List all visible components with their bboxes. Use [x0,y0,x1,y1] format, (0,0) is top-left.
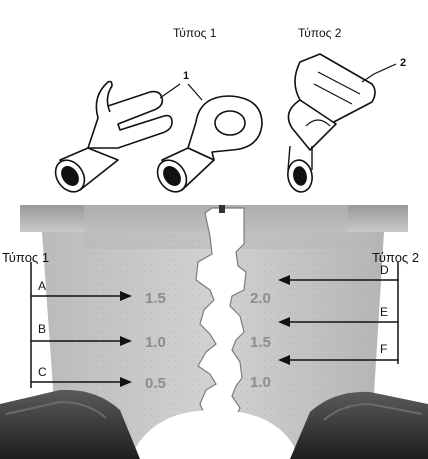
tool-labels: Τύπος 1 Τύπος 2 A B C D E F [2,250,419,379]
tool-right-title: Τύπος 2 [372,250,419,265]
label-b: B [38,322,46,336]
callout-1-label: 1 [183,70,189,82]
label-e: E [380,305,388,319]
label-a: A [38,279,46,293]
label-c: C [38,365,47,379]
type2-title: Τύπος 2 [298,26,342,40]
flat-receptacle-icon [287,53,376,193]
left-leaders [30,262,122,388]
tool-bottom-opening [130,410,300,459]
jaw-pin [219,205,225,213]
size-1-0-right: 1.0 [250,374,271,391]
label-d: D [380,263,389,277]
label-f: F [380,342,387,356]
tool-left-title: Τύπος 1 [2,250,49,265]
left-arrowheads [120,291,132,387]
size-1-5-right: 1.5 [250,334,271,351]
fork-terminal-icon [54,80,173,193]
ring-terminal-icon [156,95,263,193]
type1-title: Τύπος 1 [173,26,217,40]
size-1-0-left: 1.0 [145,334,166,351]
size-0-5-left: 0.5 [145,375,166,392]
right-leaders [288,262,399,364]
callout-1: 1 [159,70,203,101]
callout-2-label: 2 [400,57,406,69]
right-die-sizes: 2.0 1.5 1.0 [250,290,271,391]
left-die-sizes: 1.5 1.0 0.5 [145,290,166,392]
size-1-5-left: 1.5 [145,290,166,307]
terminal-illustrations: Τύπος 1 Τύπος 2 1 [54,26,406,193]
size-2-0-right: 2.0 [250,290,271,307]
crimping-tool: 1.5 1.0 0.5 2.0 1.5 1.0 [0,205,428,459]
right-arrowheads [278,275,290,365]
callout-2: 2 [361,57,406,83]
